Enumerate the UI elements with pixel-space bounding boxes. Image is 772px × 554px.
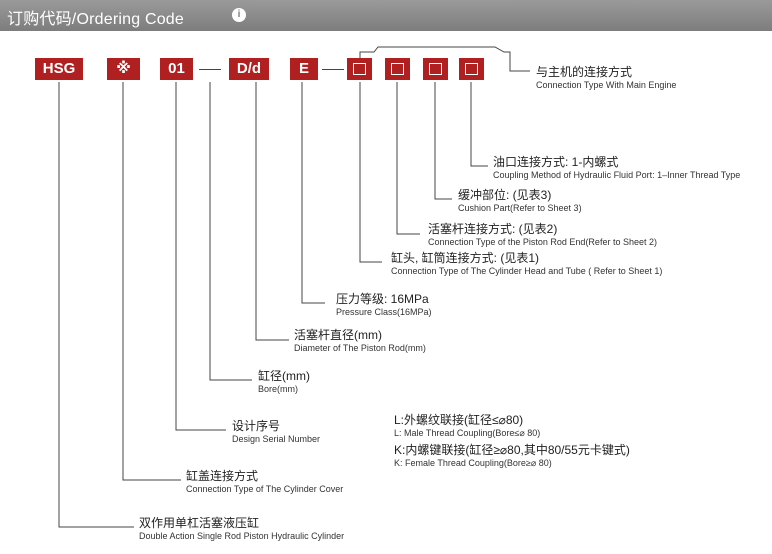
note-male-thread-cn: L:外螺纹联接(缸径≤⌀80) bbox=[394, 413, 524, 427]
label-pressure-en: Pressure Class(16MPa) bbox=[336, 307, 432, 317]
leader-head-tube bbox=[359, 82, 382, 263]
label-serial-en: Design Serial Number bbox=[232, 434, 321, 444]
leader-cylinder bbox=[58, 82, 134, 528]
dash-separator bbox=[199, 69, 221, 70]
code-box-oil-port bbox=[459, 58, 484, 80]
label-serial-cn: 设计序号 bbox=[232, 419, 281, 433]
label-head-tube-cn: 缸头, 缸筒连接方式: (见表1) bbox=[391, 251, 540, 265]
label-cylinder-cn: 双作用单杠活塞液压缸 bbox=[139, 516, 260, 530]
label-pressure-cn: 压力等级: 16MPa bbox=[336, 292, 429, 306]
label-cushion-en: Cushion Part(Refer to Sheet 3) bbox=[458, 203, 582, 213]
note-male-thread-en: L: Male Thread Coupling(Bore≤⌀ 80) bbox=[394, 428, 541, 438]
leader-cover bbox=[122, 82, 181, 481]
label-cover-cn: 缸盖连接方式 bbox=[186, 469, 259, 483]
dash-separator bbox=[322, 69, 344, 70]
code-box-series: HSG bbox=[35, 58, 83, 80]
code-box-bore-rod: D/d bbox=[229, 58, 269, 80]
label-rod-end-en: Connection Type of the Piston Rod End(Re… bbox=[428, 237, 657, 247]
label-bore-en: Bore(mm) bbox=[258, 384, 298, 394]
label-rod-end-cn: 活塞杆连接方式: (见表2) bbox=[428, 222, 558, 236]
label-cushion-cn: 缓冲部位: (见表3) bbox=[458, 188, 552, 202]
label-oil-port-cn: 油口连接方式: 1-内螺式 bbox=[493, 155, 619, 169]
label-oil-port-en: Coupling Method of Hydraulic Fluid Port:… bbox=[493, 170, 741, 180]
header-bar: 订购代码/Ordering Code i bbox=[0, 0, 772, 31]
note-female-thread-cn: K:内螺键联接(缸径≥⌀80,其中80/55元卡键式) bbox=[394, 443, 630, 457]
code-box-serial: 01 bbox=[160, 58, 193, 80]
leader-oil-port bbox=[470, 82, 488, 167]
label-rod-diameter-cn: 活塞杆直径(mm) bbox=[294, 328, 382, 342]
info-circle-icon[interactable]: i bbox=[232, 8, 246, 22]
leader-rod-diameter bbox=[255, 82, 289, 341]
label-main-engine-cn: 与主机的连接方式 bbox=[536, 65, 633, 79]
label-cylinder-en: Double Action Single Rod Piston Hydrauli… bbox=[139, 531, 345, 541]
leader-bore bbox=[209, 82, 252, 381]
code-box-rod-end bbox=[385, 58, 410, 80]
leader-rod-end bbox=[396, 82, 420, 235]
leader-main-engine bbox=[359, 46, 530, 72]
label-bore-cn: 缸径(mm) bbox=[258, 369, 310, 383]
label-rod-diameter-en: Diameter of The Piston Rod(mm) bbox=[294, 343, 426, 353]
code-box-cushion bbox=[423, 58, 448, 80]
label-cover-en: Connection Type of The Cylinder Cover bbox=[186, 484, 344, 494]
leader-pressure bbox=[301, 82, 325, 304]
label-main-engine-en: Connection Type With Main Engine bbox=[536, 80, 677, 90]
label-head-tube-en: Connection Type of The Cylinder Head and… bbox=[391, 266, 663, 276]
code-box-head-tube bbox=[347, 58, 372, 80]
leader-cushion bbox=[434, 82, 452, 200]
leader-serial bbox=[175, 82, 226, 431]
code-box-pressure: E bbox=[290, 58, 318, 80]
code-box-cover: ※ bbox=[107, 58, 140, 80]
page-title: 订购代码/Ordering Code bbox=[7, 11, 184, 28]
note-female-thread-en: K: Female Thread Coupling(Bore≥⌀ 80) bbox=[394, 458, 552, 468]
